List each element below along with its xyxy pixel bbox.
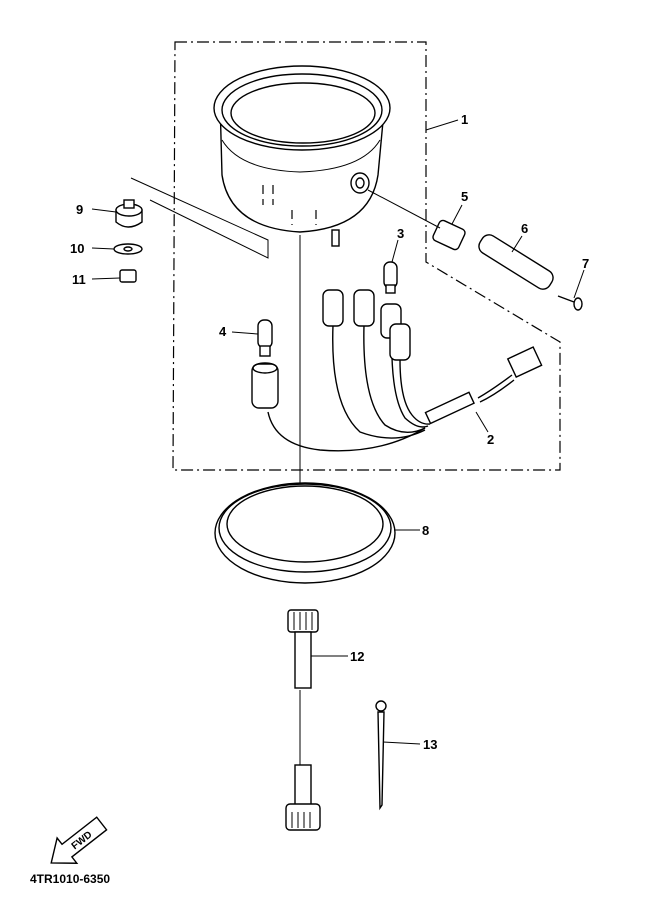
speedometer-cable xyxy=(285,609,321,831)
callout-5: 5 xyxy=(461,189,468,204)
screw xyxy=(557,295,583,311)
plain-washer xyxy=(113,243,143,255)
callout-12: 12 xyxy=(350,649,364,664)
indicator-bulb xyxy=(383,261,398,294)
grommet-sleeve xyxy=(432,219,466,251)
tube-axis-line xyxy=(367,189,441,229)
callout-1: 1 xyxy=(461,112,468,127)
meter-bulb xyxy=(257,319,273,357)
hex-nut xyxy=(119,269,137,283)
callout-9: 9 xyxy=(76,202,83,217)
callout-6: 6 xyxy=(521,221,528,236)
light-guide-tube xyxy=(478,234,554,290)
wire-harness xyxy=(267,289,543,452)
cable-tie xyxy=(375,700,387,811)
callout-2: 2 xyxy=(487,432,494,447)
rubber-damper xyxy=(115,199,143,228)
catalog-code: 4TR1010-6350 xyxy=(30,872,110,886)
callout-10: 10 xyxy=(70,241,84,256)
seal-ring xyxy=(214,482,396,584)
callout-3: 3 xyxy=(397,226,404,241)
callout-4: 4 xyxy=(219,324,227,339)
mount-leader xyxy=(130,177,269,259)
speedometer-housing xyxy=(213,65,391,247)
callout-7: 7 xyxy=(582,256,589,271)
washer-hole xyxy=(123,246,133,252)
callout-11: 11 xyxy=(72,272,86,287)
callout-13: 13 xyxy=(423,737,437,752)
callout-8: 8 xyxy=(422,523,429,538)
bulb-socket xyxy=(251,362,279,409)
fwd-arrow-icon: FWD xyxy=(50,816,108,864)
assembly-group-outline xyxy=(172,41,561,471)
leader-lines xyxy=(91,119,585,745)
